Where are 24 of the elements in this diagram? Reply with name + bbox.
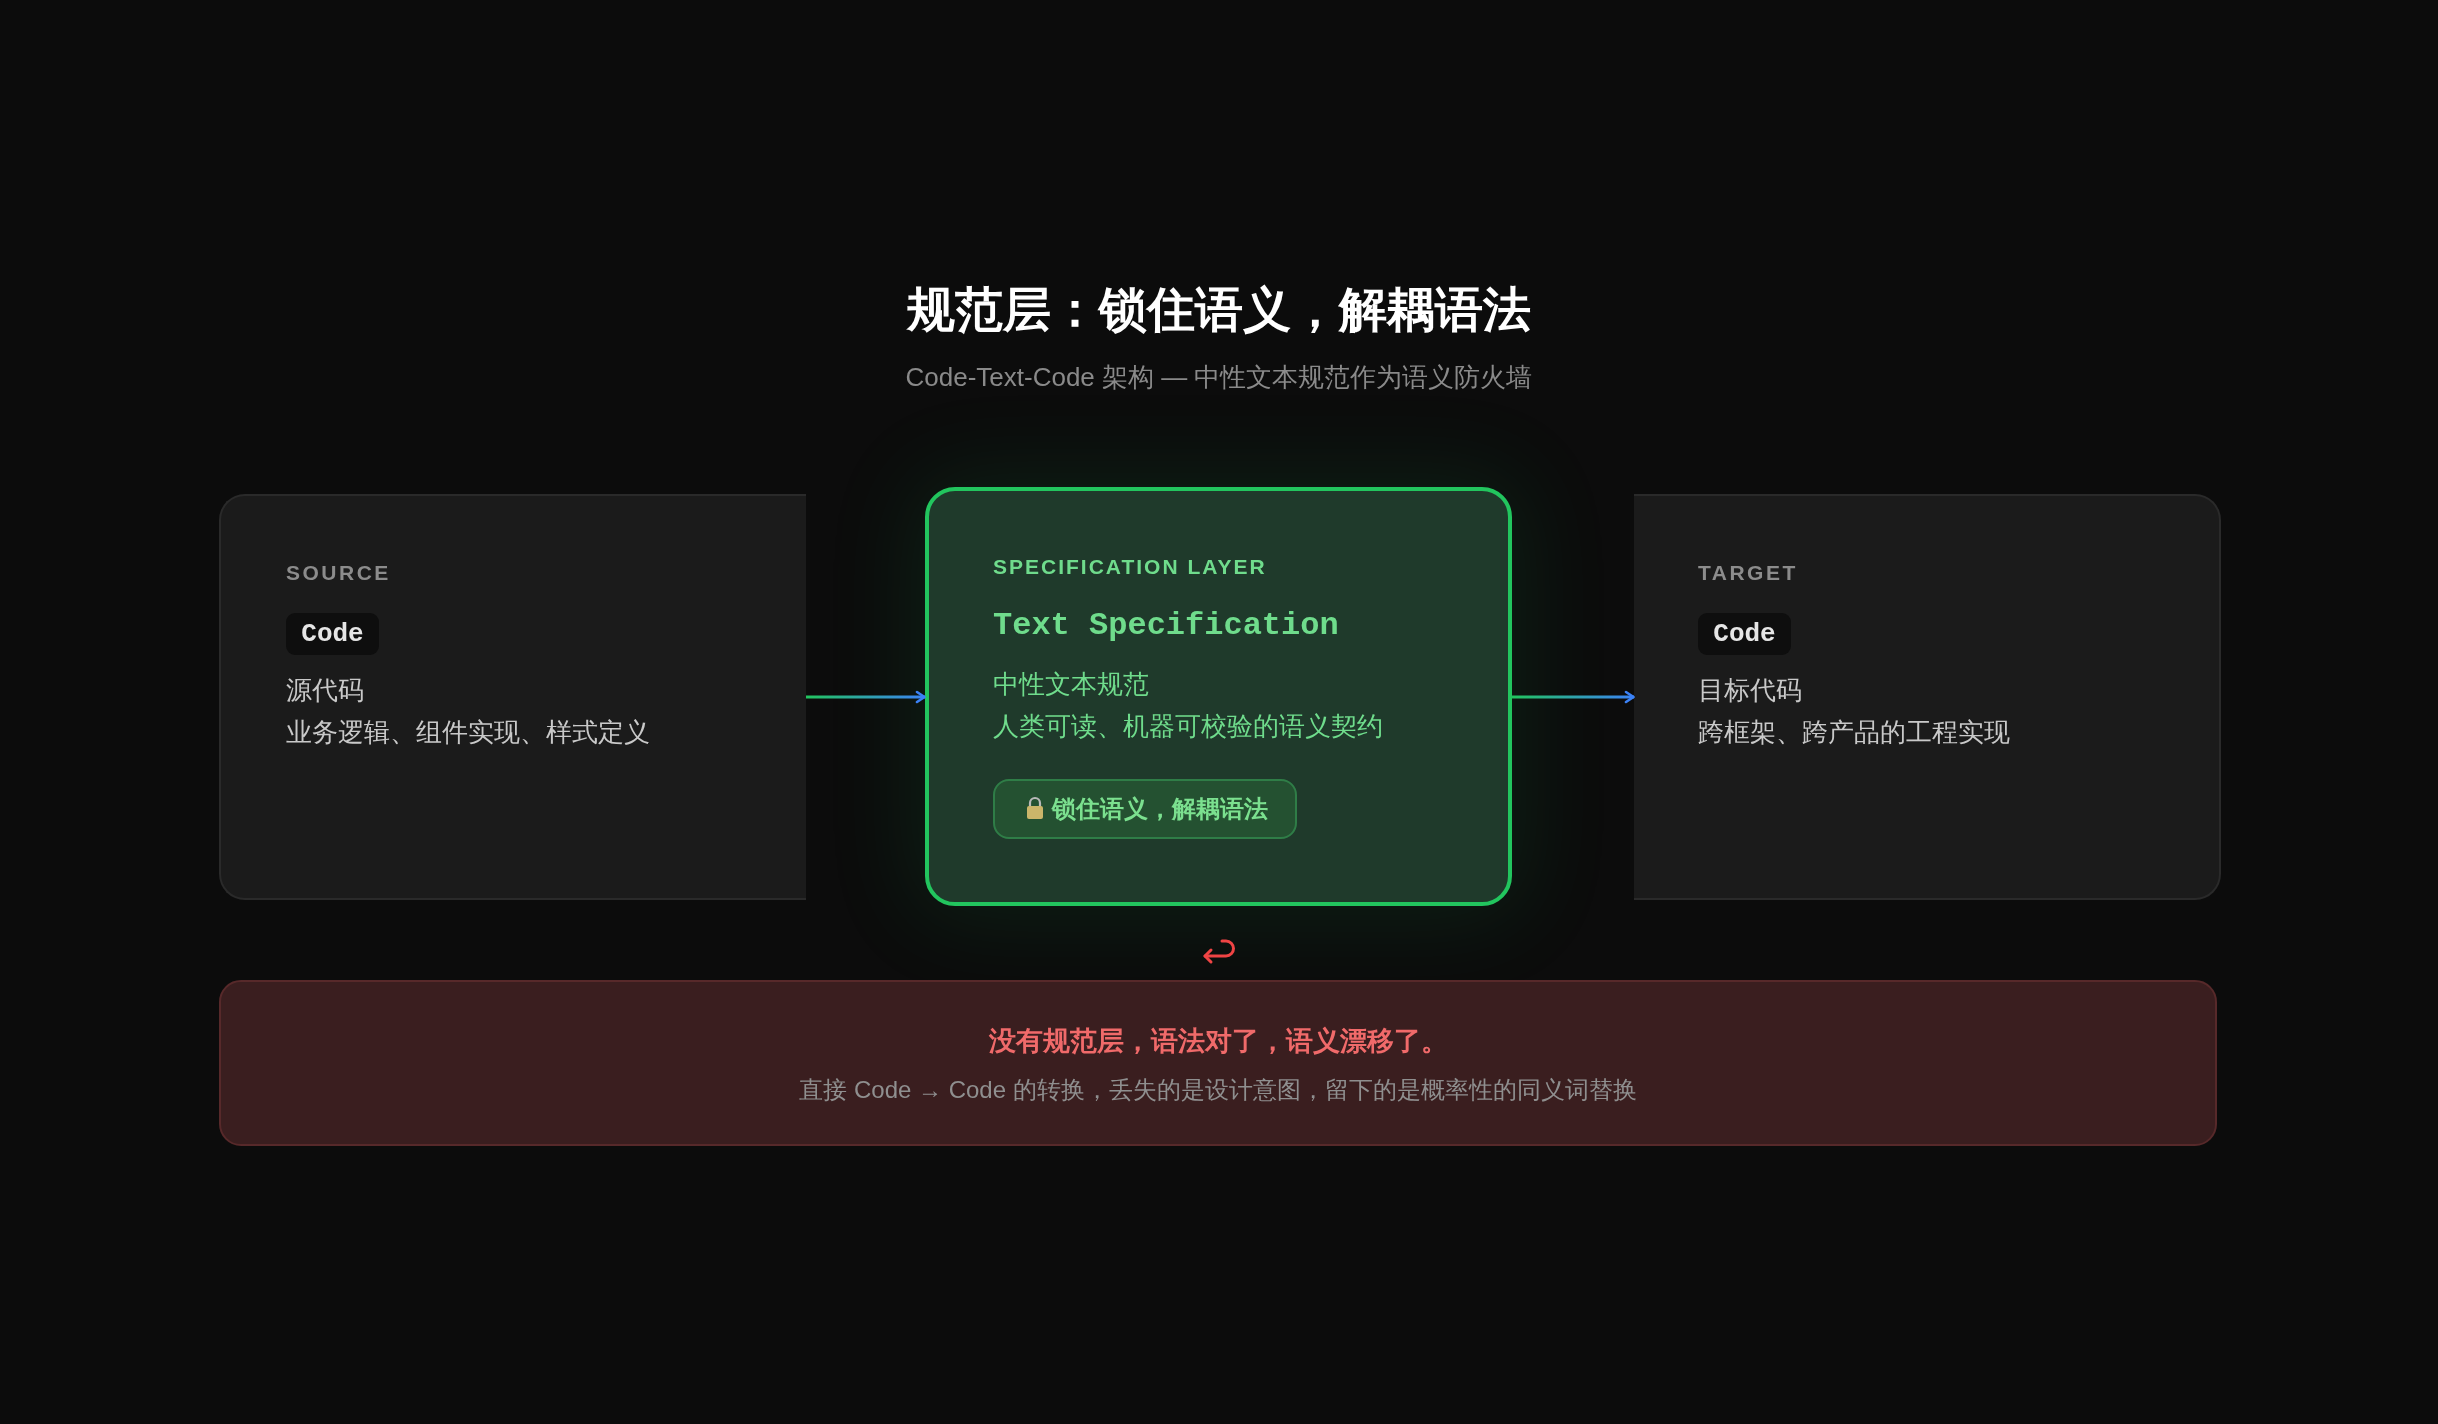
warning-text: 直接 Code → Code 的转换，丢失的是设计意图，留下的是概率性的同义词替换 <box>799 1075 1637 1105</box>
motto-text: 锁住语义，解耦语法 <box>1052 794 1268 824</box>
description-text: 人类可读、机器可校验的语义契约 <box>993 710 1383 743</box>
specification-panel <box>925 487 1512 906</box>
subtitle: Code-Text-Code 架构 — 中性文本规范作为语义防火墙 <box>904 361 1534 394</box>
section-label: SPECIFICATION LAYER <box>993 554 1267 580</box>
description-text: 源代码 <box>286 674 364 707</box>
language-label: Code <box>1713 618 1776 651</box>
panel-heading: Text Specification <box>993 606 1339 646</box>
section-label: SOURCE <box>286 560 391 586</box>
warning-banner <box>219 980 2217 1146</box>
status-tag <box>993 779 1297 839</box>
diagram-title: 规范层：锁住语义，解耦语法 <box>905 282 1532 338</box>
description-text: 中性文本规范 <box>993 668 1149 701</box>
description-text: 跨框架、跨产品的工程实现 <box>1698 716 2010 749</box>
source-panel <box>219 494 806 900</box>
arrow <box>1512 690 1635 704</box>
arrow <box>806 690 926 704</box>
language-label: Code <box>301 618 364 651</box>
description-text: 业务逻辑、组件实现、样式定义 <box>286 716 650 749</box>
description-text: 目标代码 <box>1698 674 1802 707</box>
warning-heading: 没有规范层，语法对了，语义漂移了。 <box>988 1025 1448 1058</box>
target-panel <box>1634 494 2221 900</box>
section-label: TARGET <box>1698 560 1798 586</box>
